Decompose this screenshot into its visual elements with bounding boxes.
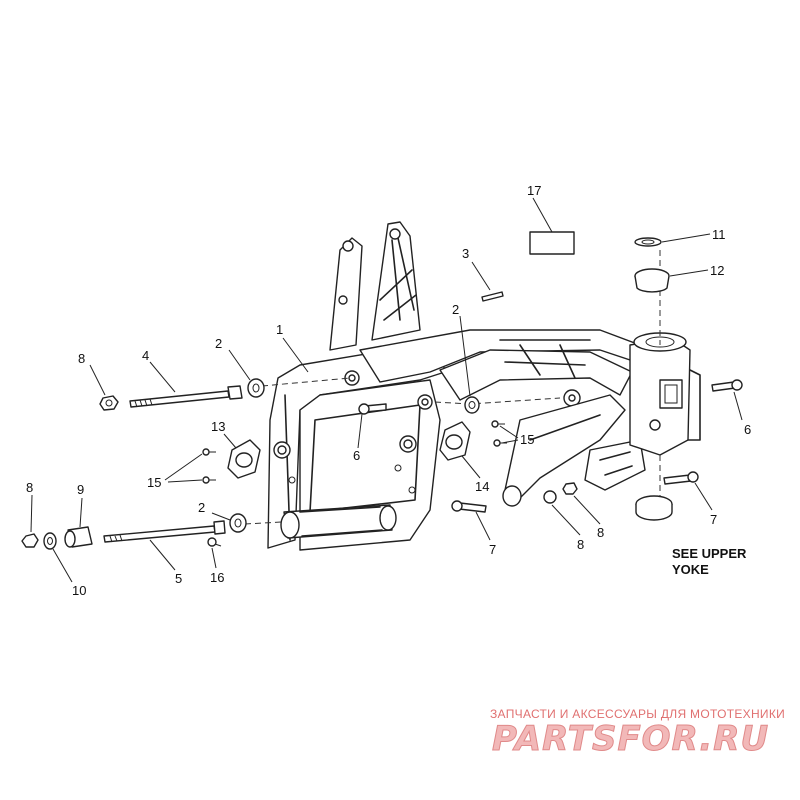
alignment-line-lower	[244, 521, 283, 525]
callout-8-top-left: 8	[78, 351, 85, 366]
callout-15-right: 15	[520, 432, 534, 447]
watermark-tagline: ЗАПЧАСТИ И АКСЕССУАРЫ ДЛЯ МОТОТЕХНИКИ	[490, 707, 785, 721]
callout-numbers: 1 2 2 2 3 4 5 6 6 7 7 8 8 8 8 9 10 11 12…	[26, 183, 751, 598]
watermark: ЗАПЧАСТИ И АКСЕССУАРЫ ДЛЯ МОТОТЕХНИКИ PA…	[490, 707, 785, 760]
callout-3: 3	[462, 246, 469, 261]
callout-8-low-centre: 8	[577, 537, 584, 552]
watermark-logo: PARTSFOR.RU	[492, 719, 769, 759]
callout-8-centre: 8	[597, 525, 604, 540]
callout-16: 16	[210, 570, 224, 585]
callout-11: 11	[712, 227, 726, 242]
note-yoke: YOKE	[672, 562, 709, 577]
callout-7-right: 7	[710, 512, 717, 527]
callout-6-mid: 6	[353, 448, 360, 463]
callout-6-right: 6	[744, 422, 751, 437]
callout-14: 14	[475, 479, 489, 494]
callout-1: 1	[276, 322, 283, 337]
callout-10: 10	[72, 583, 86, 598]
label-decal	[529, 231, 575, 255]
callout-5: 5	[175, 571, 182, 586]
note-see-upper: SEE UPPER	[672, 546, 747, 561]
callout-2-low: 2	[198, 500, 205, 515]
frame-assembly	[267, 221, 701, 551]
callout-12: 12	[710, 263, 724, 278]
leader-lines	[30, 197, 743, 583]
callout-9: 9	[77, 482, 84, 497]
callout-8-low-left: 8	[26, 480, 33, 495]
callout-17: 17	[527, 183, 541, 198]
callout-7-low: 7	[489, 542, 496, 557]
callout-15-left: 15	[147, 475, 161, 490]
loose-parts	[21, 231, 743, 550]
callout-4: 4	[142, 348, 149, 363]
callout-2-top: 2	[215, 336, 222, 351]
callout-13: 13	[211, 419, 225, 434]
callout-2-mid: 2	[452, 302, 459, 317]
